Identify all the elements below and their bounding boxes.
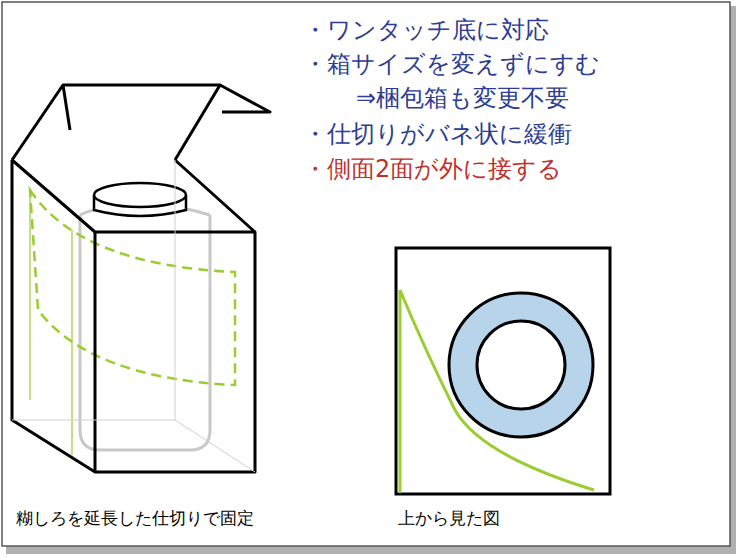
bottle-cap xyxy=(94,183,186,216)
feature-note: ・ワンタッチ底に対応 xyxy=(303,16,549,45)
bottle-outer xyxy=(449,293,593,437)
frame xyxy=(2,2,730,546)
feature-note: ・側面2面が外に接する xyxy=(303,155,562,184)
caption-label: 上から見た図 xyxy=(398,508,500,528)
caption-label: 糊しろを延長した仕切りで固定 xyxy=(16,508,254,528)
partition-top xyxy=(400,290,594,493)
bottle-inner xyxy=(477,321,565,409)
partition xyxy=(30,190,235,455)
feature-note: ・箱サイズを変えずにすむ xyxy=(303,50,600,79)
top-view-box xyxy=(396,248,610,494)
bottle-ring xyxy=(463,307,579,423)
box xyxy=(12,85,270,472)
feature-note: ・仕切りがバネ状に緩衝 xyxy=(303,120,572,149)
bottle xyxy=(80,205,210,450)
feature-note: ⇒梱包箱も変更不要 xyxy=(356,84,569,113)
box-hidden-edges xyxy=(12,160,255,472)
